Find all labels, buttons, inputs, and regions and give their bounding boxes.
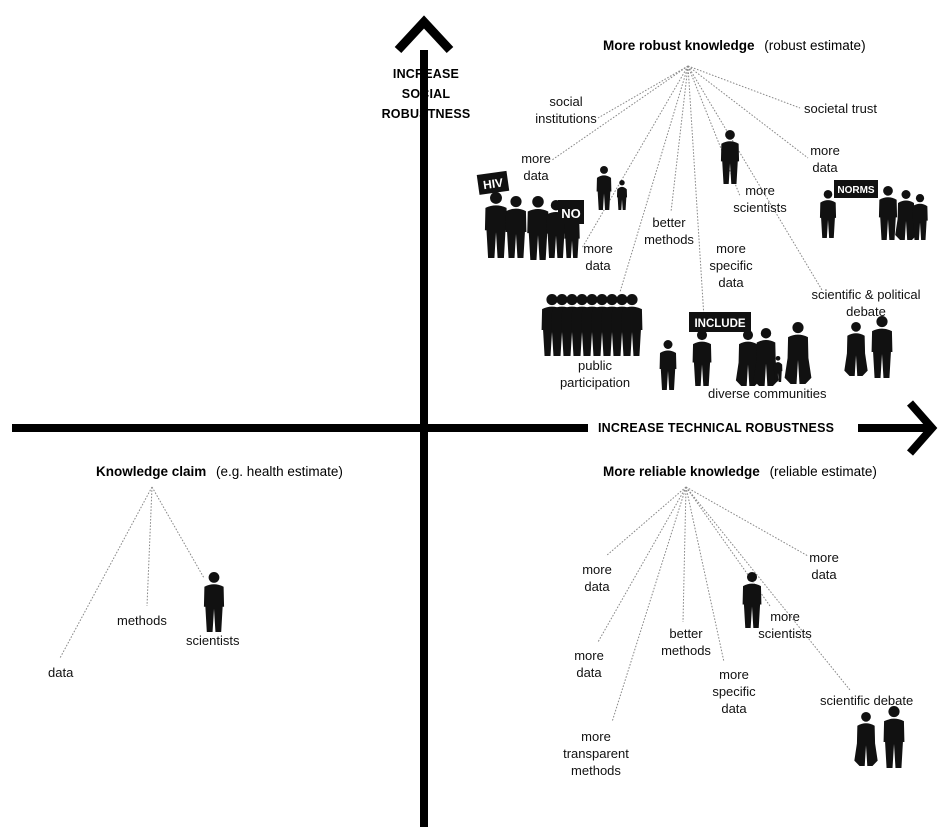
sign-hiv-text: HIV — [482, 176, 504, 193]
label-scientists-bottom-left: scientists — [186, 633, 240, 648]
leader-public-participation — [619, 65, 689, 293]
leader-better-methods-top — [670, 65, 689, 213]
leader-more-data-br-left — [605, 486, 687, 557]
protester-3-silhouette — [527, 196, 549, 260]
label-more-scientists-br: more scientists — [758, 609, 812, 641]
include-person-1-silhouette — [692, 330, 712, 386]
label-scientific-debate: scientific debate — [820, 693, 914, 708]
label-more-data-top-left: more data — [521, 151, 551, 183]
vertical-axis-label-line1: INCREASE — [392, 67, 460, 81]
label-more-transparent-methods: more transparent methods — [563, 729, 629, 778]
sign-norms-text: NORMS — [837, 185, 875, 196]
label-better-methods-br: better methods — [661, 626, 711, 658]
label-social-institutions: social institutions — [535, 94, 597, 126]
community-1-silhouette — [735, 330, 761, 386]
label-more-data-top-mid: more data — [583, 241, 613, 273]
label-more-data-br-right: more data — [809, 550, 839, 582]
leader-better-methods-br — [682, 486, 687, 623]
person-standing-silhouette — [596, 166, 612, 210]
robust-knowledge-title: More robust knowledge (robust estimate) — [603, 38, 866, 53]
vertical-axis-label-line2: SOCIAL — [401, 87, 451, 101]
norms-person-4-silhouette — [912, 194, 928, 240]
scientist-bottom-left-silhouette — [203, 572, 225, 632]
leader-scientific-debate — [685, 486, 851, 691]
scientist-bottom-right-silhouette — [742, 572, 762, 628]
label-more-data-br-left: more data — [582, 562, 612, 594]
child-1-silhouette — [773, 356, 783, 382]
label-public-participation: public participation — [559, 358, 631, 390]
community-3-silhouette — [784, 322, 812, 384]
horizontal-axis-label: INCREASE TECHNICAL ROBUSTNESS — [598, 421, 835, 435]
leader-scientists — [151, 486, 205, 579]
vertical-axis-arrowhead — [394, 15, 454, 54]
label-more-specific-data-top: more specific data — [709, 241, 753, 290]
label-scientific-political-debate: scientific & political debate — [811, 287, 921, 319]
leader-more-data-top-left — [551, 65, 689, 161]
leader-lines — [59, 65, 851, 723]
knowledge-claim-title-bold: Knowledge claim — [96, 464, 207, 479]
label-more-data-top-right: more data — [810, 143, 840, 175]
wheelchair-user-silhouette — [616, 180, 628, 210]
norms-person-1-silhouette — [819, 190, 837, 238]
leader-more-data-br-right — [685, 486, 809, 557]
norms-person-2-silhouette — [878, 186, 898, 240]
leader-more-transparent-methods — [611, 486, 687, 723]
participant-9-silhouette — [621, 294, 643, 356]
protester-2-silhouette — [505, 196, 527, 258]
robust-knowledge-title-rest: (robust estimate) — [764, 38, 866, 53]
horizontal-axis-arrowhead — [906, 400, 938, 456]
norms-person-3-silhouette — [895, 190, 917, 240]
leader-more-data-top-right — [687, 65, 809, 159]
community-2-silhouette — [753, 328, 779, 386]
label-more-scientists-top: more scientists — [733, 183, 787, 215]
label-data-bottom-left: data — [48, 665, 74, 680]
vertical-axis-label-line3: ROBUSTNESS — [381, 107, 471, 121]
debater-br-1-silhouette — [854, 712, 878, 766]
reliable-knowledge-title-bold: More reliable knowledge — [603, 464, 760, 479]
silhouettes — [203, 130, 928, 768]
leader-scientific-political-debate — [687, 65, 823, 291]
reliable-knowledge-title: More reliable knowledge (reliable estima… — [603, 464, 877, 479]
sign-hiv: HIV — [476, 170, 510, 195]
sign-no-text: NO — [561, 206, 581, 221]
leader-more-data-br-lower — [597, 486, 687, 643]
knowledge-claim-title: Knowledge claim (e.g. health estimate) — [96, 464, 343, 479]
label-societal-trust: societal trust — [804, 101, 877, 116]
leader-social-institutions — [597, 65, 689, 119]
leader-more-specific-data-top — [687, 65, 705, 319]
label-methods-bottom-left: methods — [117, 613, 167, 628]
robust-knowledge-title-bold: More robust knowledge — [603, 38, 755, 53]
leader-data — [59, 486, 153, 659]
sign-no: NO — [558, 200, 584, 224]
scientist-top-silhouette — [720, 130, 740, 184]
leader-methods — [146, 486, 153, 607]
debater-2-silhouette — [871, 316, 893, 378]
sign-include: INCLUDE — [689, 312, 751, 332]
label-diverse-communities: diverse communities — [708, 386, 827, 401]
label-more-specific-data-br: more specific data — [712, 667, 756, 716]
protester-1-silhouette — [484, 192, 508, 258]
label-more-data-br-lower: more data — [574, 648, 604, 680]
sign-norms: NORMS — [834, 180, 878, 198]
sign-include-text: INCLUDE — [694, 318, 745, 330]
debater-1-silhouette — [844, 322, 868, 376]
vertical-axis-label: INCREASE SOCIAL ROBUSTNESS — [378, 64, 474, 124]
debater-br-2-silhouette — [883, 706, 905, 768]
elderly-walker-silhouette — [659, 340, 677, 390]
knowledge-claim-title-rest: (e.g. health estimate) — [216, 464, 343, 479]
leader-societal-trust — [687, 65, 801, 109]
label-better-methods-top: better methods — [644, 215, 694, 247]
leader-more-specific-data-br — [685, 486, 725, 663]
reliable-knowledge-title-rest: (reliable estimate) — [769, 464, 877, 479]
